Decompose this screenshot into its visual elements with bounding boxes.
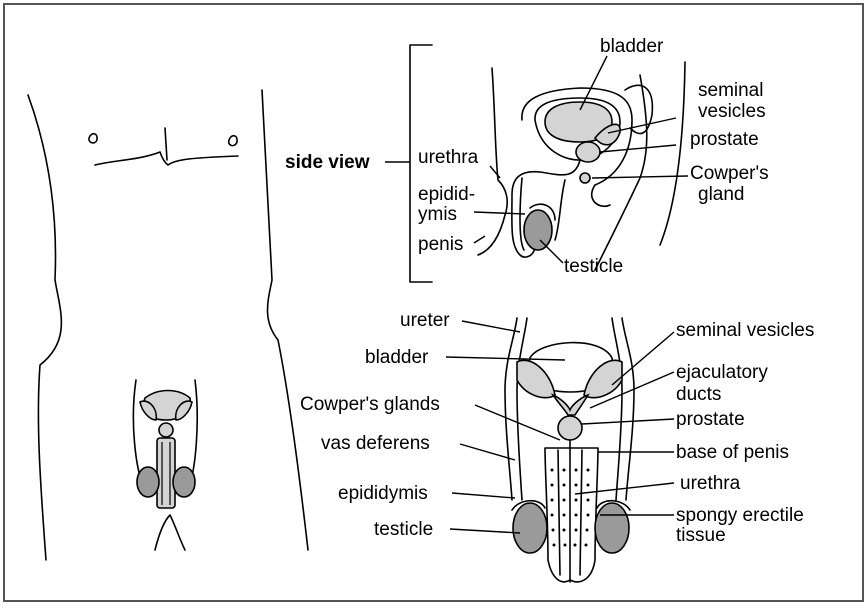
- label-epidid-side-2: ymis: [418, 204, 457, 225]
- label-seminal-side-2: vesicles: [698, 101, 766, 122]
- label-seminal-side-1: seminal: [698, 80, 763, 101]
- label-ejaculatory-2: ducts: [676, 384, 721, 405]
- label-seminal-vesicles: seminal vesicles: [676, 320, 814, 341]
- label-ejaculatory-1: ejaculatory: [676, 362, 768, 383]
- label-cowpers-side-1: Cowper's: [690, 163, 769, 184]
- label-spongy-1: spongy erectile: [676, 505, 804, 526]
- label-vas-deferens: vas deferens: [321, 433, 430, 454]
- side-view-label: side view: [285, 152, 370, 173]
- label-urethra-side: urethra: [418, 147, 479, 168]
- label-testicle-front: testicle: [374, 519, 433, 540]
- label-epididymis: epididymis: [338, 483, 428, 504]
- label-cowpers-side-2: gland: [698, 184, 745, 205]
- label-urethra-front: urethra: [680, 473, 741, 494]
- label-bladder-front: bladder: [365, 347, 429, 368]
- label-testicle-side: testicle: [564, 256, 623, 277]
- label-epidid-side-1: epidid-: [418, 184, 475, 205]
- label-bladder-side: bladder: [600, 36, 664, 57]
- label-penis-side: penis: [418, 234, 463, 255]
- label-spongy-2: tissue: [676, 525, 726, 546]
- label-prostate-front: prostate: [676, 409, 745, 430]
- label-ureter: ureter: [400, 310, 450, 331]
- label-prostate-side: prostate: [690, 129, 759, 150]
- label-base-of-penis: base of penis: [676, 442, 789, 463]
- label-cowpers-glands: Cowper's glands: [300, 394, 440, 415]
